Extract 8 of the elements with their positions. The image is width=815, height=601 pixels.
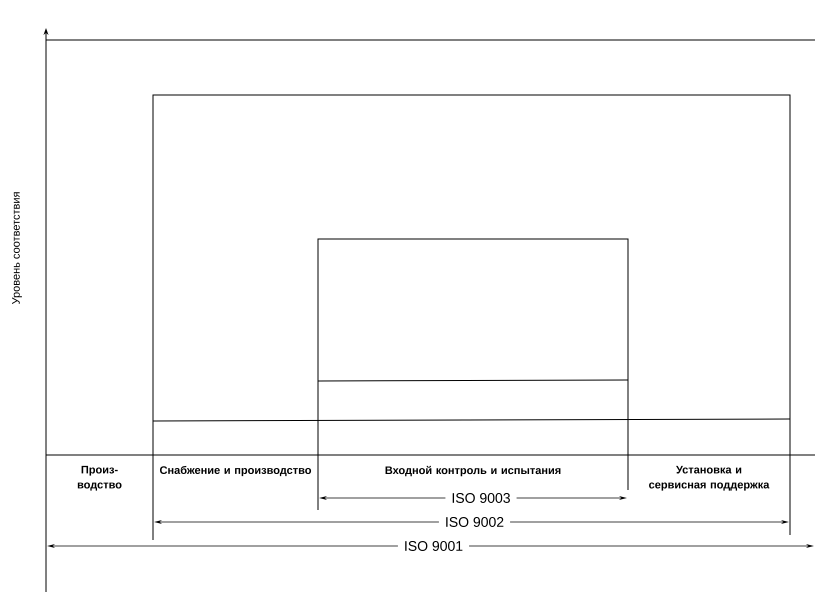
category-label: Произ-водство (78, 466, 122, 491)
dimension-label: ISO 9001 (398, 540, 470, 552)
category-label: Установка и сервисная поддержка (649, 466, 770, 491)
dimension-label: ISO 9003 (445, 492, 517, 504)
category-label: Снабжение и производство (160, 466, 312, 476)
category-label: Входной контроль и испытания (386, 466, 560, 476)
dimension-label: ISO 9002 (438, 516, 510, 528)
axis-label: Уровень соответствия (12, 192, 22, 304)
